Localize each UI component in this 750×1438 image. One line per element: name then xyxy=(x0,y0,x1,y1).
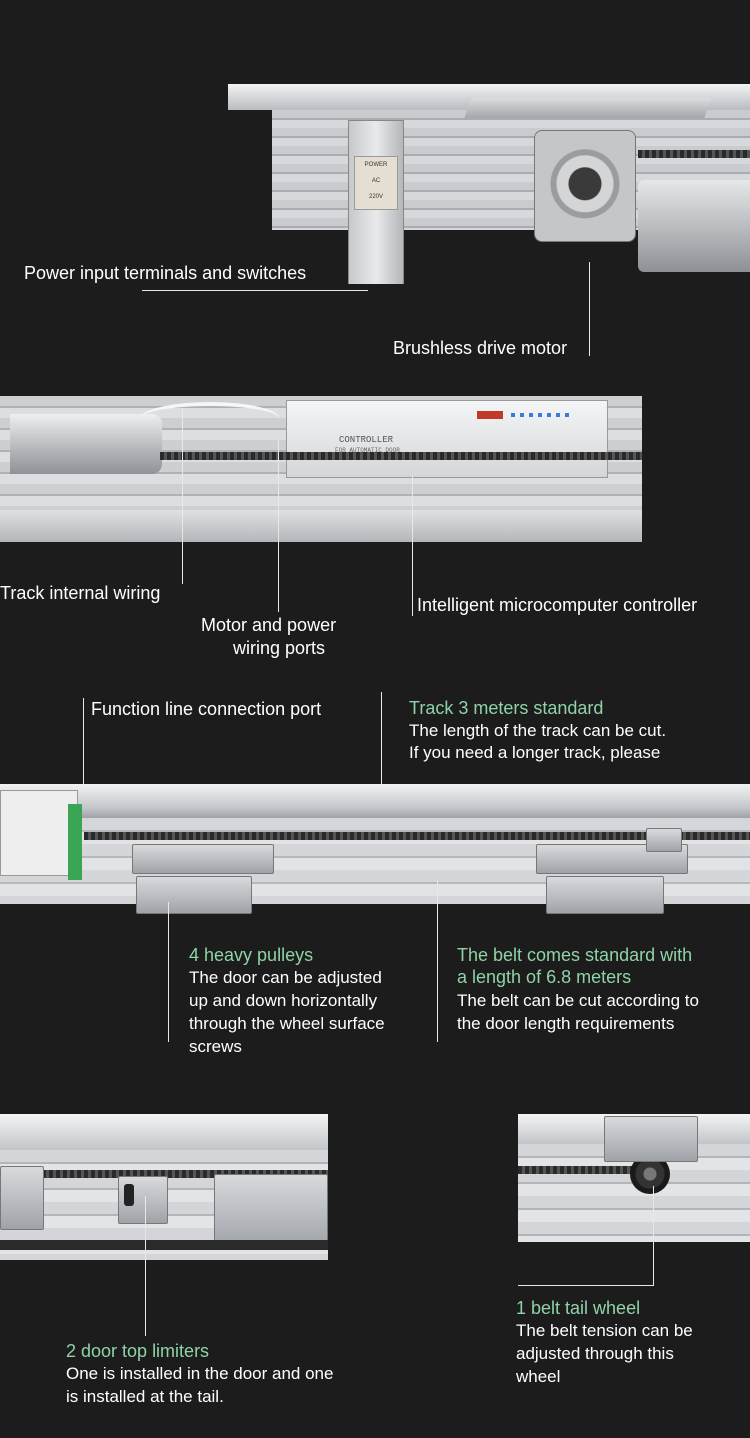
pulleys-title: 4 heavy pulleys xyxy=(189,945,314,965)
leader-ports xyxy=(278,440,279,612)
label-power-input: Power input terminals and switches xyxy=(24,263,307,283)
limiter-desc-2: is installed at the tail. xyxy=(66,1387,224,1406)
limiter-stopper xyxy=(124,1184,134,1206)
controller-subtitle: FOR AUTOMATIC DOOR xyxy=(335,447,400,454)
limiter-desc-1: One is installed in the door and one xyxy=(66,1364,334,1383)
leader-controller xyxy=(412,476,413,616)
belt-title-1: The belt comes standard with xyxy=(457,945,693,965)
green-terminal xyxy=(68,804,82,880)
belt-desc-2: the door length requirements xyxy=(457,1014,675,1033)
motor-end xyxy=(10,414,162,474)
wheel-title: 1 belt tail wheel xyxy=(516,1298,641,1318)
label-function-port: Function line connection port xyxy=(91,699,322,719)
tail-belt xyxy=(518,1166,654,1174)
pulley-bracket-left xyxy=(132,844,274,874)
label-brushless-motor: Brushless drive motor xyxy=(393,338,568,358)
pulley-belt xyxy=(84,832,750,840)
motor-photo: POWER AC 220V xyxy=(228,84,750,284)
controller-title: CONTROLLER xyxy=(339,435,394,445)
pulley-hanger-left xyxy=(136,876,252,914)
terminal-panel: POWER AC 220V xyxy=(354,156,398,210)
track-title: Track 3 meters standard xyxy=(409,698,604,718)
belt-desc-1: The belt can be cut according to xyxy=(457,991,699,1010)
belt-title-2: a length of 6.8 meters xyxy=(457,967,632,987)
motor-belt xyxy=(638,150,750,158)
controller-belt xyxy=(160,452,642,460)
pulleys-desc-3: through the wheel surface xyxy=(189,1014,385,1033)
leader-tail-wheel-v xyxy=(653,1186,654,1286)
wire xyxy=(140,402,280,436)
limiter-title: 2 door top limiters xyxy=(66,1341,210,1361)
wheel-desc-3: wheel xyxy=(516,1367,561,1386)
limiter-hanger xyxy=(214,1174,328,1248)
leader-tail-wheel-h xyxy=(518,1285,654,1286)
controller-photo: CONTROLLER FOR AUTOMATIC DOOR xyxy=(0,392,642,542)
label-wiring-ports-1: Motor and power xyxy=(201,615,337,635)
track-desc-2: If you need a longer track, please xyxy=(409,743,661,762)
controller-box: CONTROLLER FOR AUTOMATIC DOOR xyxy=(286,400,608,478)
limiter-photo xyxy=(0,1114,328,1274)
tail-wheel-bracket xyxy=(604,1116,698,1162)
terminal-text-2: 220V xyxy=(368,194,383,200)
leader-belt xyxy=(437,880,438,1042)
leader-motor xyxy=(589,262,590,356)
limiter-left-bracket xyxy=(0,1166,44,1230)
controller-leds xyxy=(511,413,571,417)
leader-power xyxy=(142,290,368,291)
limiter-track-top xyxy=(0,1114,328,1150)
pulley-bracket-right xyxy=(536,844,688,874)
pulleys-desc-1: The door can be adjusted xyxy=(189,968,382,987)
limiter-bottom-rail xyxy=(0,1240,328,1250)
pulley-hanger-right xyxy=(546,876,664,914)
leader-limiter xyxy=(145,1196,146,1336)
leader-track xyxy=(381,692,382,802)
terminal-text-1: AC xyxy=(371,178,381,184)
leader-pulleys xyxy=(168,902,169,1042)
wheel-desc-1: The belt tension can be xyxy=(516,1321,693,1340)
label-controller: Intelligent microcomputer controller xyxy=(417,595,698,615)
motor-bracket xyxy=(464,98,712,118)
motor-gearbox xyxy=(534,130,636,242)
leader-function xyxy=(83,698,84,798)
label-wiring-ports-2: wiring ports xyxy=(233,638,326,658)
dip-switch xyxy=(477,411,503,419)
label-track-wiring: Track internal wiring xyxy=(0,583,161,603)
function-port-box xyxy=(0,790,78,876)
motor-cylinder xyxy=(638,180,750,272)
pulleys-desc-4: screws xyxy=(189,1037,242,1056)
track-desc-1: The length of the track can be cut. xyxy=(409,721,667,740)
limiter-belt xyxy=(0,1170,328,1178)
terminal-text-0: POWER xyxy=(364,162,388,168)
leader-wiring xyxy=(182,408,183,584)
tail-bracket xyxy=(646,828,682,852)
wheel-desc-2: adjusted through this xyxy=(516,1344,674,1363)
pulley-track-photo xyxy=(0,784,750,924)
pulleys-desc-2: up and down horizontally xyxy=(189,991,378,1010)
pulley-track-top xyxy=(0,784,750,818)
controller-bottom-rail xyxy=(0,510,642,542)
tail-wheel-photo xyxy=(518,1114,750,1242)
